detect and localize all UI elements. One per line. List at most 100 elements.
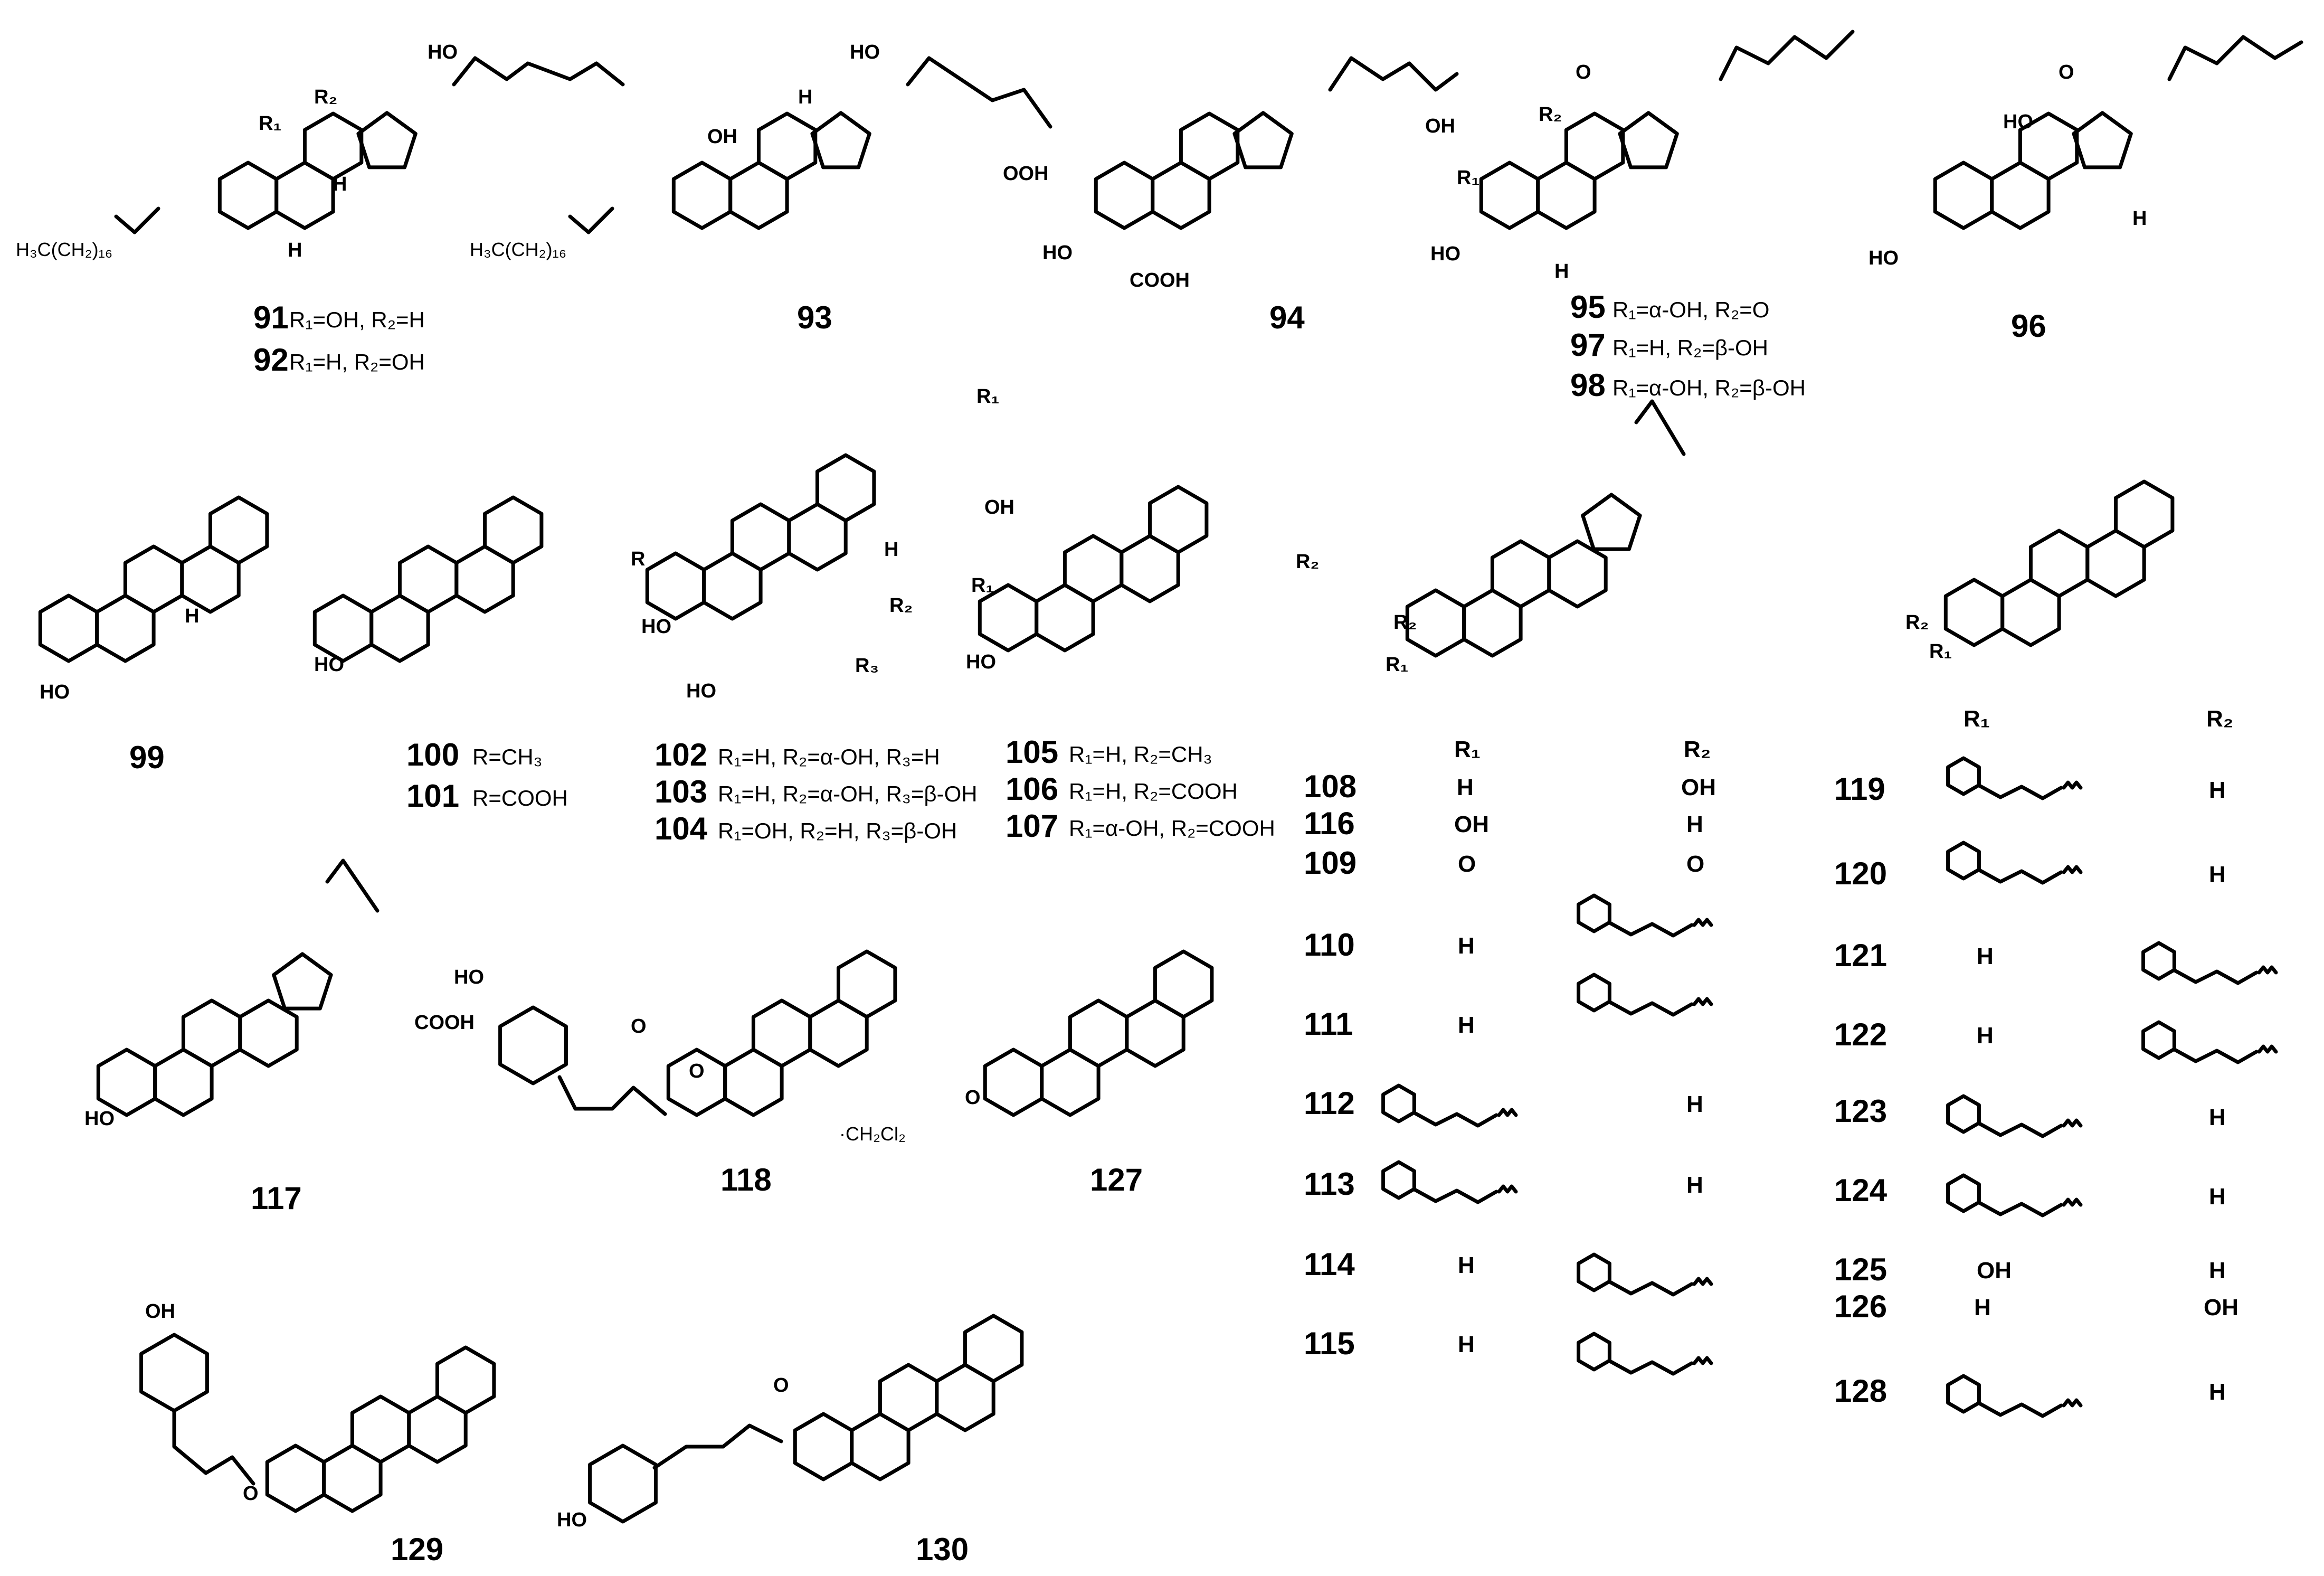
compound-number: 97 [1570, 327, 1606, 363]
ring-hexagon [2114, 479, 2175, 549]
table-row-number: 112 [1304, 1086, 1355, 1121]
substituent-label: R₁=H, R₂=CH₃ [1069, 742, 1212, 767]
ring-hexagon [963, 1314, 1024, 1383]
ring-hexagon [38, 593, 99, 663]
ring-pentagon [356, 111, 418, 169]
compound-number: 118 [720, 1162, 772, 1197]
chain-line [906, 56, 1052, 129]
ring-hexagon [1946, 756, 1981, 796]
hydroxyl-label: HO [314, 654, 344, 676]
cinnamoyl-chain [1608, 1359, 1694, 1376]
chain-line [114, 214, 137, 234]
ring-hexagon [1946, 1173, 1981, 1213]
compound-number: 100 [406, 737, 460, 772]
compound-number: 130 [916, 1532, 969, 1567]
ring-hexagon [123, 544, 184, 614]
chain-line [1719, 30, 1855, 81]
compound-number: 96 [2011, 308, 2046, 344]
hydrogen-label: H [1554, 260, 1569, 282]
table-cell-r1: OH [1977, 1258, 2012, 1284]
r1-label: R₁ [1457, 167, 1480, 189]
ring-hexagon [1577, 1332, 1611, 1372]
hydroxyl-label: HO [40, 681, 70, 703]
chain-line [2167, 35, 2303, 81]
substituent-label: R=COOH [472, 786, 568, 810]
hydrogen-label: H [333, 173, 347, 195]
compound-number: 117 [251, 1181, 302, 1216]
ring-pentagon [1581, 493, 1642, 551]
r1-label: R₁ [971, 574, 994, 597]
r1-label: R₁ [976, 385, 1000, 408]
chain-line [652, 1423, 783, 1470]
table-cell-r1: H [1977, 943, 1994, 969]
ring-hexagon [1148, 485, 1209, 554]
ring-hexagon [1063, 534, 1124, 603]
ring-hexagon [1577, 1252, 1611, 1292]
ring-hexagon [397, 544, 459, 614]
cinnamoyl-chain [1977, 1201, 2063, 1218]
ring-hexagon [751, 998, 812, 1068]
ring-hexagon [793, 1412, 854, 1481]
ring-pentagon [2072, 111, 2133, 169]
carboxyl-label: COOH [414, 1012, 475, 1034]
table-row-number: 120 [1834, 856, 1887, 891]
compound-number: 105 [1006, 734, 1059, 770]
r2-label: R₂ [314, 86, 338, 108]
ring-hexagon [1381, 1083, 1416, 1124]
oxygen-label: O [1576, 61, 1591, 83]
table-row-number: 122 [1834, 1017, 1887, 1052]
attachment-wavy-bond [2062, 1118, 2083, 1128]
alkyl-chain-label: H₃C(CH₂)₁₆ [470, 239, 567, 260]
table-row-number: 123 [1834, 1093, 1887, 1129]
cinnamoyl-chain [1412, 1111, 1498, 1128]
ring-hexagon [302, 111, 364, 181]
compound-number: 107 [1006, 808, 1059, 844]
table-row-number: 115 [1304, 1326, 1355, 1361]
oxygen-label: O [965, 1087, 981, 1109]
cinnamoyl-chain [2173, 968, 2259, 985]
r3-label: R₃ [855, 655, 879, 677]
substituent-label: R₁=OH, R₂=H [289, 307, 425, 332]
ring-hexagon [756, 111, 818, 181]
substituent-label: R₁=H, R₂=α-OH, R₃=β-OH [718, 781, 978, 806]
bond-line [586, 206, 614, 234]
ring-hexagon [815, 453, 876, 523]
ring-hexagon [2141, 1020, 2176, 1060]
compound-number: 98 [1570, 367, 1606, 403]
hydrogen-label: H [185, 605, 200, 627]
r2-label: R₂ [1905, 611, 1929, 634]
ring-hexagon [1577, 893, 1611, 933]
attachment-wavy-bond [1692, 918, 1713, 927]
substituent-label: R₁=α-OH, R₂=COOH [1069, 816, 1275, 841]
ring-hexagon [1943, 578, 2005, 647]
table-cell-r2: H [1686, 1091, 1703, 1117]
ring-hexagon [1479, 161, 1540, 230]
oxygen-label: O [243, 1483, 259, 1505]
ring-hexagon [1547, 539, 1608, 609]
hydroxyl-label: HO [1430, 243, 1460, 265]
hydroxyl-label: HO [850, 41, 880, 63]
ring-pentagon [810, 111, 871, 169]
compound-number: 106 [1006, 771, 1059, 807]
substituent-label: R₁=H, R₂=β-OH [1612, 335, 1769, 360]
hydroxyl-label: HO [1042, 242, 1073, 264]
ring-hexagon [483, 495, 544, 565]
ring-hexagon [837, 949, 897, 1019]
cinnamoyl-chain [1977, 784, 2063, 800]
hydroperoxy-label: OOH [1003, 163, 1049, 185]
compound-number: 99 [129, 740, 165, 775]
table-cell-r1: H [1457, 775, 1474, 800]
ring-hexagon [1068, 998, 1129, 1068]
hydroxyl-label: OH [984, 496, 1014, 518]
hydroxyl-label: OH [1425, 115, 1455, 137]
attachment-wavy-bond [2062, 780, 2083, 790]
cinnamoyl-chain [1608, 1280, 1694, 1297]
hydrogen-label: H [288, 239, 302, 261]
chain-line [557, 1075, 667, 1116]
table-header-r2: R₂ [2206, 706, 2234, 732]
ring-hexagon [2141, 941, 2176, 981]
ring-hexagon [1564, 111, 1625, 181]
r2-label: R₂ [889, 594, 913, 617]
table-row-number: 111 [1304, 1006, 1353, 1042]
compound-number: 91 [253, 300, 289, 335]
